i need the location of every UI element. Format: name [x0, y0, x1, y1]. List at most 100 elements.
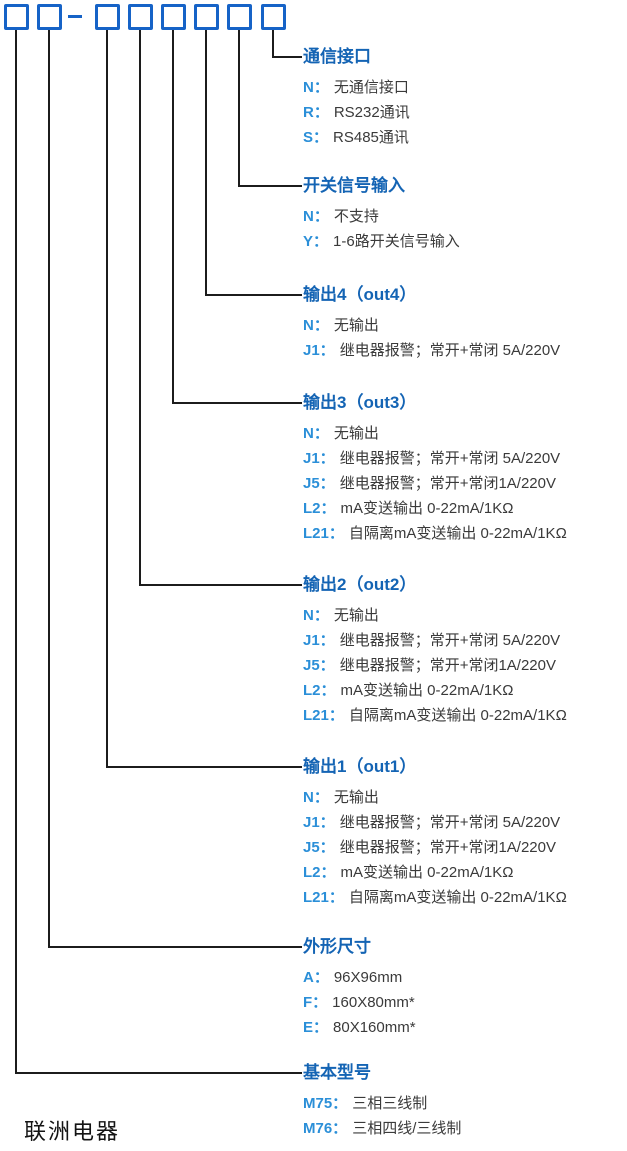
option-row: L2：mA变送输出 0-22mA/1KΩ [303, 860, 567, 885]
option-label: 继电器报警；常开+常闭1A/220V [339, 657, 556, 674]
connector-vline-out3 [172, 30, 174, 404]
option-row: J5：继电器报警；常开+常闭1A/220V [303, 835, 567, 860]
option-row: M76：三相四线/三线制 [303, 1116, 461, 1141]
option-row: J1：继电器报警；常开+常闭 5A/220V [303, 628, 567, 653]
section-title: 外形尺寸 [303, 937, 371, 956]
option-label: 160X80mm* [332, 994, 415, 1011]
option-label: mA变送输出 0-22mA/1KΩ [340, 500, 514, 517]
connector-vline-out2 [139, 30, 141, 586]
option-label: 继电器报警；常开+常闭 5A/220V [339, 450, 561, 467]
option-code: L21： [303, 525, 344, 542]
option-code: N： [303, 317, 329, 334]
option-label: 继电器报警；常开+常闭 5A/220V [339, 342, 561, 359]
dash-separator [68, 15, 82, 18]
option-label: 80X160mm* [333, 1019, 416, 1036]
option-row: F：160X80mm* [303, 990, 416, 1015]
option-code: J1： [303, 814, 335, 831]
section-output-4: 输出4（out4） N：无输出 J1：继电器报警；常开+常闭 5A/220V [303, 283, 560, 363]
connector-hline-comm [272, 56, 302, 58]
connector-hline-out1 [106, 766, 302, 768]
section-base-model: 基本型号 M75：三相三线制 M76：三相四线/三线制 [303, 1061, 461, 1141]
connector-hline-out2 [139, 584, 302, 586]
option-code: A： [303, 969, 329, 986]
option-code: N： [303, 79, 329, 96]
option-label: 无输出 [333, 607, 379, 624]
option-code: J5： [303, 839, 335, 856]
option-label: 不支持 [333, 208, 379, 225]
model-digit-box-4 [128, 4, 153, 30]
option-label: 无输出 [333, 317, 379, 334]
option-label: 三相四线/三线制 [352, 1120, 462, 1137]
option-row: R：RS232通讯 [303, 100, 410, 125]
section-title: 输出3（out3） [303, 393, 417, 412]
connector-vline-base [15, 30, 17, 1074]
section-switch-signal-input: 开关信号输入 N：不支持 Y：1-6路开关信号输入 [303, 174, 460, 254]
option-label: mA变送输出 0-22mA/1KΩ [340, 682, 514, 699]
option-row: N：无输出 [303, 313, 560, 338]
option-row: N：无输出 [303, 603, 567, 628]
option-label: 1-6路开关信号输入 [333, 233, 460, 250]
model-digit-box-7 [227, 4, 252, 30]
option-row: M75：三相三线制 [303, 1091, 461, 1116]
connector-vline-size [48, 30, 50, 948]
model-digit-box-1 [4, 4, 29, 30]
option-code: L21： [303, 707, 344, 724]
option-code: N： [303, 607, 329, 624]
connector-hline-base [15, 1072, 302, 1074]
option-code: L2： [303, 500, 336, 517]
option-code: J1： [303, 342, 335, 359]
option-code: L2： [303, 864, 336, 881]
option-code: R： [303, 104, 329, 121]
option-row: A：96X96mm [303, 965, 416, 990]
option-code: J1： [303, 632, 335, 649]
option-code: L21： [303, 889, 344, 906]
option-label: 自隔离mA变送输出 0-22mA/1KΩ [348, 707, 567, 724]
section-communication-interface: 通信接口 N：无通信接口 R：RS232通讯 S：RS485通讯 [303, 45, 410, 150]
option-label: 96X96mm [333, 969, 403, 986]
option-row: N：无输出 [303, 785, 567, 810]
option-code: L2： [303, 682, 336, 699]
option-row: J1：继电器报警；常开+常闭 5A/220V [303, 446, 567, 471]
option-label: 自隔离mA变送输出 0-22mA/1KΩ [348, 889, 567, 906]
option-code: M76： [303, 1120, 348, 1137]
option-label: 无输出 [333, 789, 379, 806]
option-label: 继电器报警；常开+常闭 5A/220V [339, 632, 561, 649]
brand-name: 联洲电器 [24, 1119, 121, 1144]
option-row: L21：自隔离mA变送输出 0-22mA/1KΩ [303, 885, 567, 910]
option-label: mA变送输出 0-22mA/1KΩ [340, 864, 514, 881]
model-digit-box-2 [37, 4, 62, 30]
option-row: N：不支持 [303, 204, 460, 229]
option-code: N： [303, 425, 329, 442]
model-digit-box-8 [261, 4, 286, 30]
option-label: 三相三线制 [352, 1095, 428, 1112]
model-digit-box-3 [95, 4, 120, 30]
option-code: F： [303, 994, 328, 1011]
option-label: 继电器报警；常开+常闭 5A/220V [339, 814, 561, 831]
section-output-1: 输出1（out1） N：无输出 J1：继电器报警；常开+常闭 5A/220V J… [303, 755, 567, 910]
section-output-2: 输出2（out2） N：无输出 J1：继电器报警；常开+常闭 5A/220V J… [303, 573, 567, 728]
option-row: S：RS485通讯 [303, 125, 410, 150]
option-code: S： [303, 129, 329, 146]
option-row: L2：mA变送输出 0-22mA/1KΩ [303, 496, 567, 521]
section-title: 基本型号 [303, 1063, 371, 1082]
model-digit-box-5 [161, 4, 186, 30]
option-code: J1： [303, 450, 335, 467]
option-row: E：80X160mm* [303, 1015, 416, 1040]
model-digit-box-6 [194, 4, 219, 30]
option-row: Y：1-6路开关信号输入 [303, 229, 460, 254]
option-row: N：无通信接口 [303, 75, 410, 100]
option-code: J5： [303, 657, 335, 674]
option-label: 自隔离mA变送输出 0-22mA/1KΩ [348, 525, 567, 542]
section-output-3: 输出3（out3） N：无输出 J1：继电器报警；常开+常闭 5A/220V J… [303, 391, 567, 546]
option-row: J5：继电器报警；常开+常闭1A/220V [303, 471, 567, 496]
connector-hline-switch [238, 185, 302, 187]
option-label: 无通信接口 [333, 79, 409, 96]
option-code: Y： [303, 233, 329, 250]
option-label: RS232通讯 [333, 104, 410, 121]
option-row: J1：继电器报警；常开+常闭 5A/220V [303, 338, 560, 363]
section-title: 开关信号输入 [303, 176, 405, 195]
connector-vline-out4 [205, 30, 207, 296]
connector-hline-out3 [172, 402, 302, 404]
option-label: 继电器报警；常开+常闭1A/220V [339, 475, 556, 492]
